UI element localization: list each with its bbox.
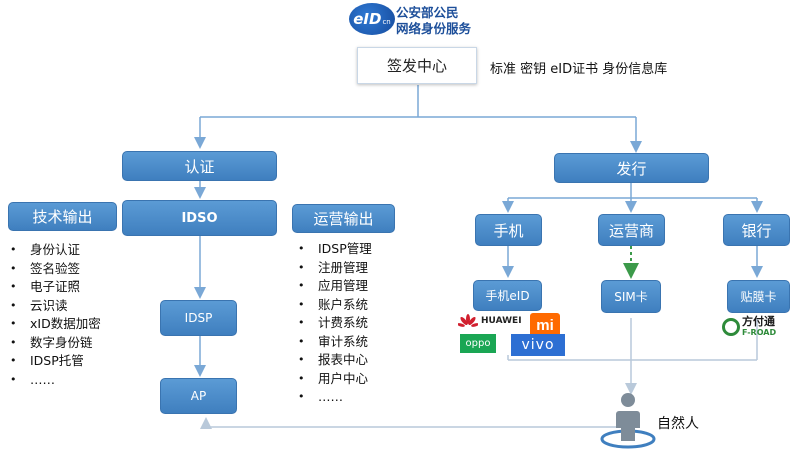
list-item: 账户系统 <box>296 296 372 315</box>
renzheng-node[interactable]: 认证 <box>122 151 277 181</box>
person-label: 自然人 <box>657 416 699 432</box>
person-icon <box>600 393 656 449</box>
list-item: 计费系统 <box>296 314 372 333</box>
list-item: IDSP管理 <box>296 240 372 259</box>
eid-logo-mark: eID <box>353 10 382 28</box>
oppo-text: oppo <box>465 338 491 349</box>
idso-node[interactable]: IDSO <box>122 200 277 236</box>
list-item: 电子证照 <box>8 278 101 297</box>
oppo-logo: oppo <box>460 334 496 353</box>
tech-output-list: 身份认证签名验签电子证照云识读xID数据加密数字身份链IDSP托管…… <box>8 241 101 389</box>
ops-output-list: IDSP管理注册管理应用管理账户系统计费系统审计系统报表中心用户中心…… <box>296 240 372 407</box>
eid-logo-suffix: cn <box>382 18 391 26</box>
list-item: 数字身份链 <box>8 334 101 353</box>
ap-node[interactable]: AP <box>160 378 237 414</box>
ops-output-node[interactable]: 运营输出 <box>292 204 395 233</box>
huawei-text: HUAWEI <box>481 316 522 326</box>
vivo-text: vivo <box>521 337 555 353</box>
idsp-node[interactable]: IDSP <box>160 300 237 336</box>
phone-eid-node[interactable]: 手机eID <box>473 280 542 311</box>
person-connector <box>200 318 758 429</box>
bank-node[interactable]: 银行 <box>723 214 790 246</box>
tech-output-node[interactable]: 技术输出 <box>8 202 117 231</box>
list-item: 注册管理 <box>296 259 372 278</box>
faxing-connector <box>502 183 763 213</box>
vivo-logo: vivo <box>511 334 565 356</box>
list-item: xID数据加密 <box>8 315 101 334</box>
huawei-logo: HUAWEI <box>458 314 522 328</box>
list-item: 审计系统 <box>296 333 372 352</box>
list-item: 身份认证 <box>8 241 101 260</box>
sim-node[interactable]: SIM卡 <box>601 280 661 313</box>
top-connector <box>194 85 642 153</box>
issuing-center-caption: 标准 密钥 eID证书 身份信息库 <box>490 62 668 77</box>
mi-text: mi <box>536 316 554 334</box>
sticker-node[interactable]: 贴膜卡 <box>727 280 790 313</box>
faxing-node[interactable]: 发行 <box>554 153 709 183</box>
froad-logo: 方付通 F-ROAD <box>722 316 776 338</box>
carrier-node[interactable]: 运营商 <box>598 214 665 246</box>
list-item: 报表中心 <box>296 351 372 370</box>
froad-en-text: F-ROAD <box>742 328 777 337</box>
huawei-flower-icon <box>458 314 478 327</box>
list-item: IDSP托管 <box>8 352 101 371</box>
froad-circle-icon <box>722 318 740 336</box>
list-item: …… <box>296 388 372 407</box>
froad-cn-text: 方付通 <box>742 315 775 328</box>
list-item: 云识读 <box>8 297 101 316</box>
list-item: …… <box>8 371 101 390</box>
list-item: 签名验签 <box>8 260 101 279</box>
phone-node[interactable]: 手机 <box>475 214 542 246</box>
list-item: 用户中心 <box>296 370 372 389</box>
issuing-center-box[interactable]: 签发中心 <box>357 47 477 84</box>
logo-line2: 网络身份服务 <box>396 21 472 36</box>
list-item: 应用管理 <box>296 277 372 296</box>
eid-logo: eID cn <box>349 3 395 35</box>
logo-line1: 公安部公民 <box>396 5 459 20</box>
mi-logo: mi <box>530 313 560 337</box>
